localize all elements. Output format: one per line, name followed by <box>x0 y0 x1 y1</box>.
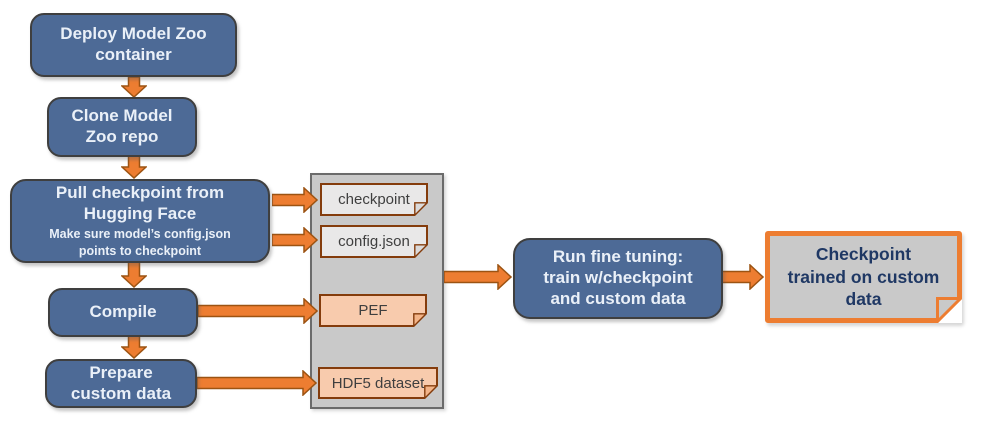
folded-corner-icon <box>414 202 428 216</box>
artifact-hdf5-dataset: HDF5 dataset <box>318 367 438 399</box>
artifact-label: HDF5 dataset <box>331 374 425 392</box>
arrow-deploy-to-clone <box>121 77 147 98</box>
arrow-pull-to-compile <box>121 262 147 288</box>
node-deploy-model-zoo-container: Deploy Model Zoo container <box>30 13 237 77</box>
node-note: Make sure model’s config.json points to … <box>49 227 231 258</box>
output-label: Checkpoint trained on custom data <box>787 243 940 310</box>
arrow-pull-to-config-json <box>272 227 318 253</box>
artifact-label: PEF <box>358 302 388 319</box>
folded-corner-icon <box>414 244 428 258</box>
node-label: Compile <box>89 302 157 322</box>
artifact-checkpoint: checkpoint <box>320 183 428 216</box>
node-label: Pull checkpoint from Hugging Face <box>55 183 225 223</box>
folded-corner-icon <box>413 313 427 327</box>
arrow-run-to-output <box>722 264 764 290</box>
node-label: Run fine tuning: train w/checkpoint and … <box>543 247 693 308</box>
node-pull-checkpoint-hugging-face: Pull checkpoint from Hugging Face Make s… <box>10 179 270 263</box>
arrow-artifacts-to-run <box>444 264 512 290</box>
node-label: Deploy Model Zoo container <box>60 24 207 64</box>
arrow-compile-to-pef <box>198 298 318 324</box>
artifact-config-json: config.json <box>320 225 428 258</box>
arrow-compile-to-prepare <box>121 336 147 359</box>
folded-corner-icon <box>424 385 438 399</box>
artifact-label: checkpoint <box>338 191 410 208</box>
output-checkpoint-trained-on-custom-data: Checkpoint trained on custom data <box>765 231 962 323</box>
artifact-pef: PEF <box>319 294 427 327</box>
arrow-prepare-to-hdf5 <box>197 370 317 396</box>
folded-corner-icon <box>936 297 962 323</box>
node-label: Clone Model Zoo repo <box>71 106 173 146</box>
node-prepare-custom-data: Prepare custom data <box>45 359 197 408</box>
artifact-label: config.json <box>338 233 410 250</box>
node-clone-model-zoo-repo: Clone Model Zoo repo <box>47 97 197 157</box>
node-run-fine-tuning: Run fine tuning: train w/checkpoint and … <box>513 238 723 319</box>
arrow-pull-to-checkpoint <box>272 187 318 213</box>
node-compile: Compile <box>48 288 198 337</box>
arrow-clone-to-pull <box>121 156 147 179</box>
node-label: Prepare custom data <box>70 362 172 403</box>
